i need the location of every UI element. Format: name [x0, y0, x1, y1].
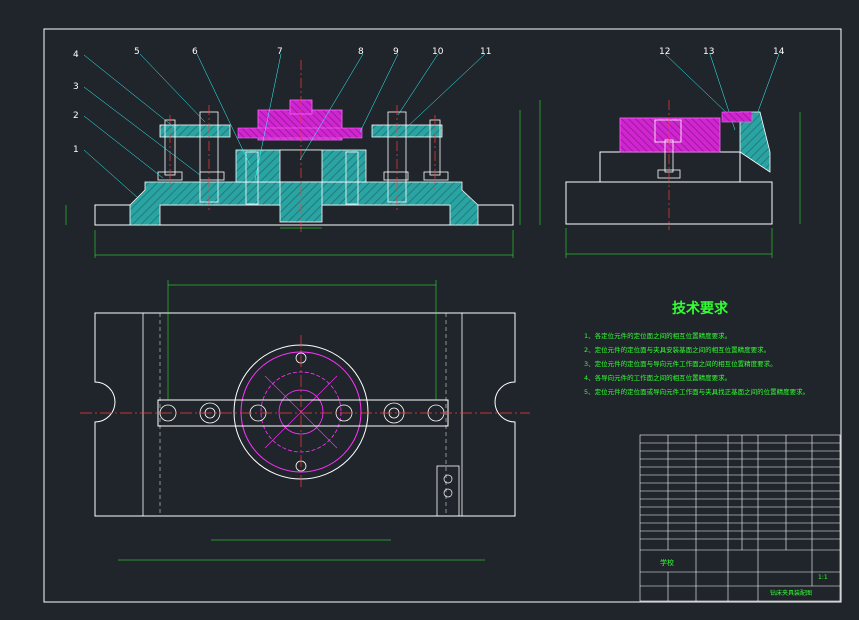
part-number: 12 — [659, 47, 670, 57]
school-label: 学校 — [660, 558, 674, 567]
tech-requirement-item: 4、各导向元件的工作面之间的相互位置精度要求。 — [584, 373, 731, 382]
part-number: 2 — [73, 111, 79, 121]
part-number: 5 — [134, 47, 140, 57]
title-block: 学校 钻床夹具装配图 1:1 — [660, 558, 828, 597]
part-number: 9 — [393, 47, 399, 57]
scale-value: 1:1 — [818, 574, 828, 581]
part-number: 8 — [358, 47, 364, 57]
tech-requirement-item: 5、定位元件的定位面或导向元件工作面与夹具找正基面之间的位置精度要求。 — [584, 387, 809, 396]
part-number: 11 — [480, 47, 491, 57]
technical-requirements: 技术要求 1、各定位元件的定位面之间的相互位置精度要求。 2、定位元件的定位面与… — [584, 300, 809, 396]
tech-requirements-title: 技术要求 — [672, 300, 729, 317]
tech-requirement-item: 2、定位元件的定位面与夹具安装基面之间的相互位置精度要求。 — [584, 345, 770, 354]
tech-requirement-item: 1、各定位元件的定位面之间的相互位置精度要求。 — [584, 331, 731, 340]
part-number: 3 — [73, 82, 79, 92]
part-number: 13 — [703, 47, 714, 57]
drawing-title: 钻床夹具装配图 — [770, 589, 812, 597]
top-view — [80, 280, 530, 561]
part-number: 10 — [432, 47, 444, 57]
side-view — [565, 100, 801, 258]
parts-list-table — [639, 434, 841, 602]
front-view — [65, 60, 541, 258]
part-number: 4 — [73, 50, 79, 60]
part-number: 1 — [73, 145, 79, 155]
part-number: 14 — [773, 47, 785, 57]
part-number-labels: 1 2 3 4 5 6 7 8 9 10 11 12 13 14 — [73, 47, 785, 155]
part-number: 7 — [277, 47, 283, 57]
part-number: 6 — [192, 47, 198, 57]
drawing-frame — [43, 28, 842, 603]
tech-requirement-item: 3、定位元件的定位面与导向元件工作面之间的相互位置精度要求。 — [584, 359, 777, 368]
